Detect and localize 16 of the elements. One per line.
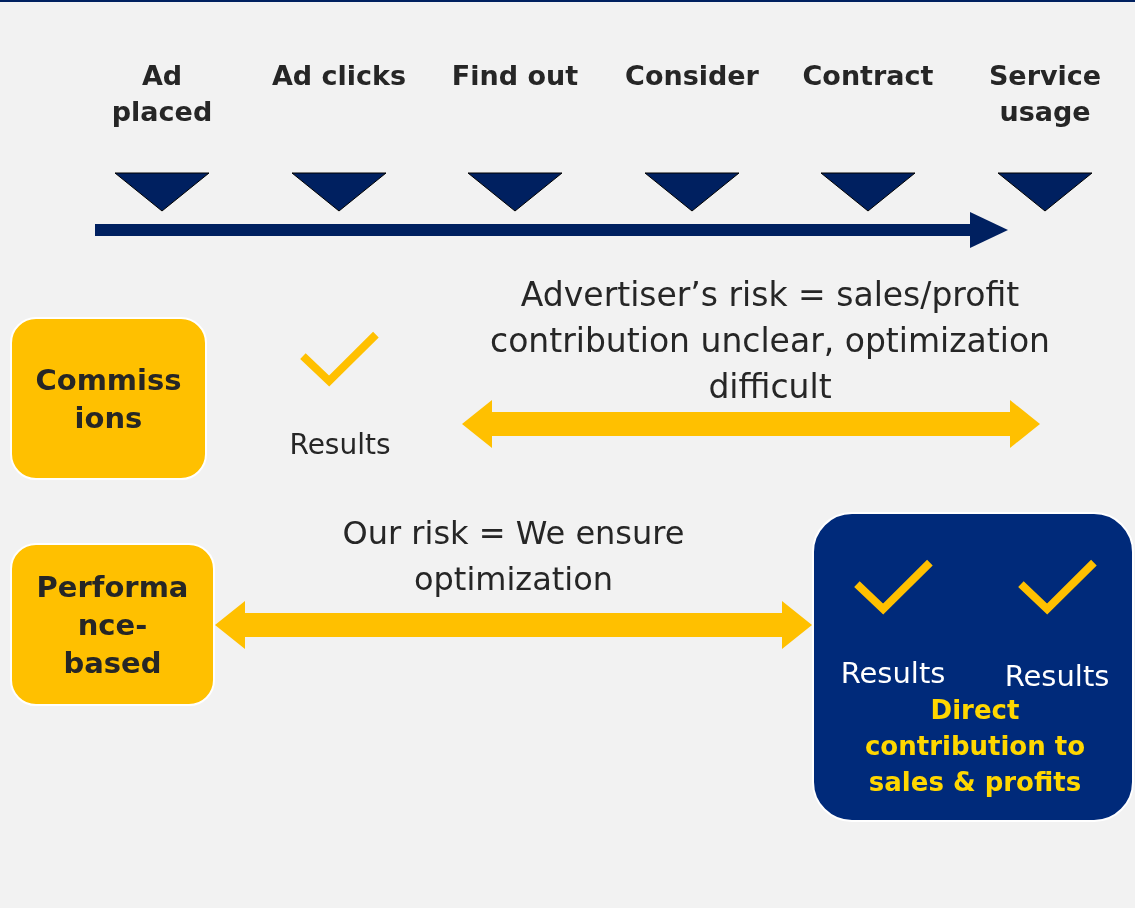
result-label: Results [288,428,392,461]
risk-note: Advertiser’s risk = sales/profit contribution unclear, optimization difficult [489,274,1051,408]
stage-label: Find out [451,60,579,91]
result-panel [812,512,1134,822]
result-label: Results [839,655,947,692]
benefit-text: Direct contribution to sales & profits [863,694,1087,799]
edge-label: Our risk = We ensure optimization [341,513,686,600]
category-box: Performa nce- based [10,543,215,706]
stage-label: Consider [625,60,759,91]
stage-label: Ad clicks [271,60,407,91]
stage-label: Ad placed [111,60,213,127]
result-label: Results [1003,658,1111,695]
stage-label: Service usage [988,60,1102,127]
double-arrow [215,601,812,649]
category-box: Commiss ions [10,317,207,480]
stage-label: Contract [802,60,934,91]
